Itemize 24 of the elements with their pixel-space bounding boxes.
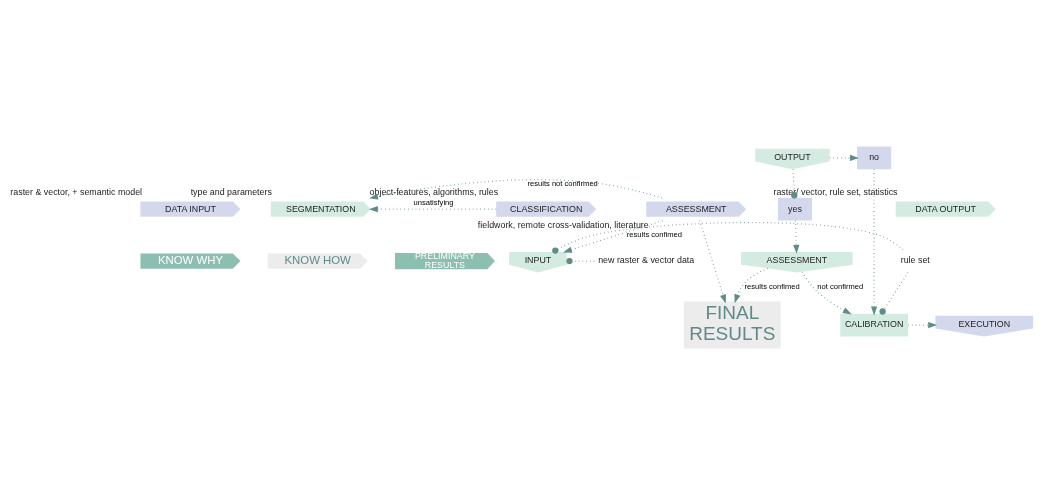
arrow [907, 321, 938, 329]
node-box: no [857, 146, 892, 170]
arrow [793, 220, 800, 254]
node-label: raster & vector, + semantic model [10, 187, 143, 198]
node-label: object-features, algorithms, rules [369, 187, 499, 198]
connector [879, 272, 909, 315]
node-box: CALIBRATION [840, 313, 908, 337]
node-label: type and parameters [190, 187, 272, 198]
connector [791, 168, 798, 199]
arrow [563, 220, 664, 253]
connector [552, 221, 904, 254]
node-text: new raster & vector data [598, 255, 695, 266]
arrow [734, 267, 769, 304]
arrow [828, 154, 859, 162]
connector [566, 257, 596, 265]
arrow [368, 206, 497, 213]
arrow [369, 179, 663, 200]
arrow [801, 271, 852, 315]
node-box: FINAL RESULTS [683, 301, 781, 349]
node-label: fieldwork, remote cross-validation, literature [477, 219, 649, 230]
node-text: rule set [900, 255, 930, 266]
arrow [699, 220, 726, 304]
arrow [871, 168, 878, 316]
node-box: yes [777, 197, 813, 221]
